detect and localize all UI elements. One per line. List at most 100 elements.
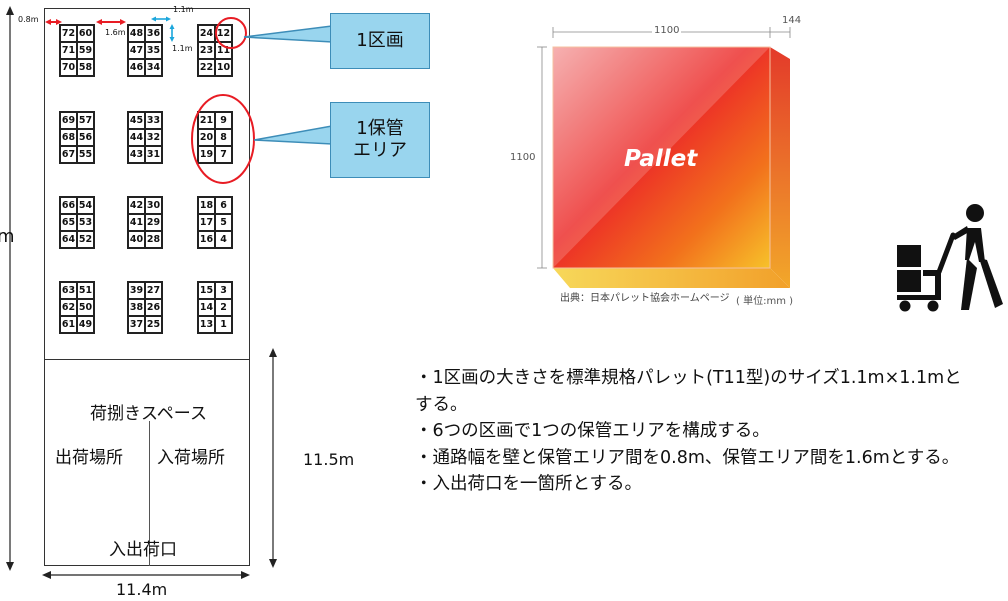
section-cell: 72 — [60, 25, 77, 42]
section-cell: 14 — [198, 299, 215, 316]
receiving-area-label: 入荷場所 — [157, 448, 225, 468]
section-cell: 23 — [198, 42, 215, 59]
pallet-width-label: 1100 — [652, 25, 682, 36]
section-cell: 54 — [77, 197, 94, 214]
section-cell: 33 — [145, 112, 162, 129]
section-cell: 52 — [77, 231, 94, 248]
section-cell: 29 — [145, 214, 162, 231]
section-cell: 17 — [198, 214, 215, 231]
section-cell: 48 — [128, 25, 145, 42]
section-cell: 4 — [215, 231, 232, 248]
section-cell: 30 — [145, 197, 162, 214]
section-cell: 47 — [128, 42, 145, 59]
pallet-label: Pallet — [624, 146, 698, 172]
section-cell: 56 — [77, 129, 94, 146]
section-cell: 27 — [145, 282, 162, 299]
section-cell: 21 — [198, 112, 215, 129]
section-cell: 71 — [60, 42, 77, 59]
cart-person-icon — [897, 204, 1003, 312]
section-cell: 3 — [215, 282, 232, 299]
section-cell: 7 — [215, 146, 232, 163]
shipping-area-label: 出荷場所 — [55, 448, 123, 468]
section-cell: 57 — [77, 112, 94, 129]
section-cell: 37 — [128, 316, 145, 333]
section-cell: 42 — [128, 197, 145, 214]
section-cell: 55 — [77, 146, 94, 163]
section-cell: 59 — [77, 42, 94, 59]
section-cell: 68 — [60, 129, 77, 146]
handling-space-label: 荷捌きスペース — [90, 404, 207, 424]
section-cell: 60 — [77, 25, 94, 42]
section-cell: 22 — [198, 59, 215, 76]
section-cell: 5 — [215, 214, 232, 231]
section-cell: 16 — [198, 231, 215, 248]
section-cell: 15 — [198, 282, 215, 299]
note-item: ・通路幅を壁と保管エリア間を0.8m、保管エリア間を1.6mとする。 — [415, 447, 960, 468]
section-cell: 51 — [77, 282, 94, 299]
section-cell: 63 — [60, 282, 77, 299]
section-cell: 66 — [60, 197, 77, 214]
section-cell: 62 — [60, 299, 77, 316]
storage-area-callout-line1: 1保管 — [356, 117, 404, 139]
section-cell: 20 — [198, 129, 215, 146]
section-cell: 70 — [60, 59, 77, 76]
shipping-receiving-divider — [149, 421, 150, 566]
section-cell: 36 — [145, 25, 162, 42]
section-cell: 31 — [145, 146, 162, 163]
pallet-source-caption: 出典：日本パレット協会ホームページ — [560, 293, 730, 304]
handling-height-label: 11.5m — [303, 450, 355, 469]
section-cell: 40 — [128, 231, 145, 248]
top-dimension-arrows — [45, 16, 175, 42]
section-cell: 45 — [128, 112, 145, 129]
section-cell: 50 — [77, 299, 94, 316]
section-cell: 9 — [215, 112, 232, 129]
wall-aisle-label: 0.8m — [18, 15, 39, 24]
section-cell: 34 — [145, 59, 162, 76]
highlight-circles — [191, 17, 255, 184]
section-callout-text: 1区画 — [356, 29, 404, 51]
height-dimension-label: m — [0, 226, 15, 247]
section-cell: 38 — [128, 299, 145, 316]
note-item: ・入出荷口を一箇所とする。 — [415, 474, 642, 494]
width-arrow — [42, 571, 250, 579]
height-dimension-arrow — [6, 6, 14, 571]
section-cell: 19 — [198, 146, 215, 163]
section-cell: 24 — [198, 25, 215, 42]
section-cell: 18 — [198, 197, 215, 214]
storage-area-callout-line2: エリア — [353, 140, 407, 161]
section-cell: 39 — [128, 282, 145, 299]
section-cell: 2 — [215, 299, 232, 316]
section-callout: 1区画 — [330, 13, 430, 69]
pallet-thickness-label: 144 — [782, 15, 802, 26]
width-label: 11.4m — [116, 580, 168, 599]
section-cell: 1 — [215, 316, 232, 333]
section-cell: 35 — [145, 42, 162, 59]
section-cell: 41 — [128, 214, 145, 231]
storage-handling-divider — [45, 359, 249, 360]
section-cell: 61 — [60, 316, 77, 333]
section-cell: 58 — [77, 59, 94, 76]
section-cell: 46 — [128, 59, 145, 76]
section-cell: 11 — [215, 42, 232, 59]
section-cell: 49 — [77, 316, 94, 333]
cell-height-label: 1.1m — [172, 44, 193, 53]
section-cell: 44 — [128, 129, 145, 146]
dock-label: 入出荷口 — [109, 540, 177, 560]
note-item: ・6つの区画で1つの保管エリアを構成する。 — [415, 421, 770, 441]
section-cell: 69 — [60, 112, 77, 129]
section-cell: 65 — [60, 214, 77, 231]
cell-width-label: 1.1m — [173, 5, 194, 14]
section-cell: 32 — [145, 129, 162, 146]
